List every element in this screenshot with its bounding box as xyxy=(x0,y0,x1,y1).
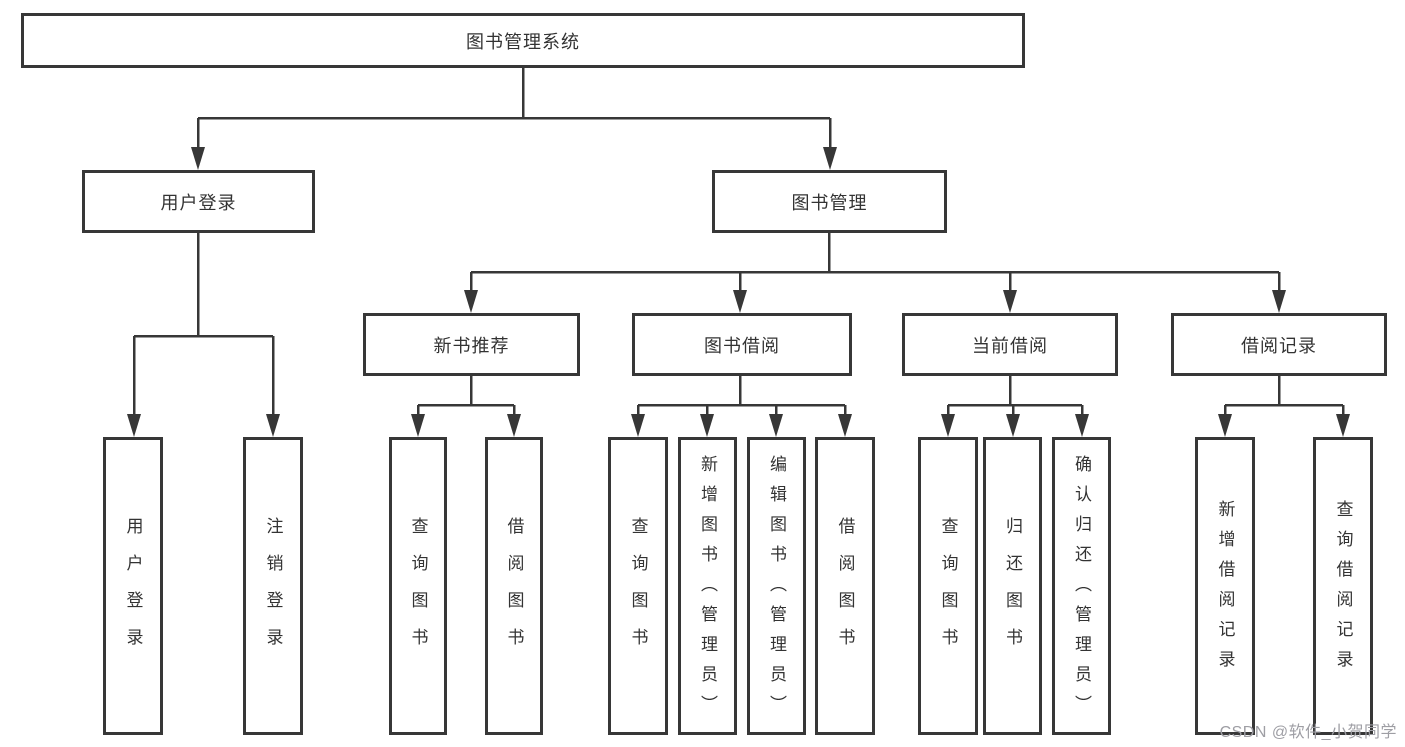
leaf-return-books-label: 归还图书 xyxy=(1003,517,1022,665)
leaf-borrow-books-recommend: 借阅图书 xyxy=(485,437,543,735)
node-root-system: 图书管理系统 xyxy=(21,13,1025,68)
leaf-query-books-current: 查询图书 xyxy=(918,437,978,735)
leaf-query-borrow-record: 查询借阅记录 xyxy=(1313,437,1373,735)
node-new-book-recommend-label: 新书推荐 xyxy=(433,335,510,356)
node-borrow-records: 借阅记录 xyxy=(1171,313,1387,376)
leaf-confirm-return-admin-label: 确认归还（管理员） xyxy=(1072,454,1091,725)
leaf-add-borrow-record-label: 新增借阅记录 xyxy=(1215,499,1235,680)
node-book-borrow-label: 图书借阅 xyxy=(704,335,780,356)
node-book-management: 图书管理 xyxy=(712,170,947,233)
leaf-confirm-return-admin: 确认归还（管理员） xyxy=(1052,437,1111,735)
leaf-logout-login-label: 注销登录 xyxy=(263,517,283,665)
leaf-query-books-recommend-label: 查询图书 xyxy=(408,517,428,665)
leaf-edit-books-admin-label: 编辑图书（管理员） xyxy=(767,454,786,725)
leaf-query-borrow-record-label: 查询借阅记录 xyxy=(1333,499,1353,680)
node-current-borrow: 当前借阅 xyxy=(902,313,1118,376)
leaf-user-login: 用户登录 xyxy=(103,437,163,735)
leaf-query-books-current-label: 查询图书 xyxy=(938,517,958,665)
leaf-return-books: 归还图书 xyxy=(983,437,1042,735)
node-new-book-recommend: 新书推荐 xyxy=(363,313,580,376)
leaf-add-borrow-record: 新增借阅记录 xyxy=(1195,437,1255,735)
leaf-logout-login: 注销登录 xyxy=(243,437,303,735)
node-user-login: 用户登录 xyxy=(82,170,315,233)
leaf-user-login-label: 用户登录 xyxy=(123,517,143,665)
csdn-watermark: CSDN @软件_小贺同学 xyxy=(1219,724,1397,741)
leaf-query-books-borrow-label: 查询图书 xyxy=(628,517,648,665)
leaf-borrow-books-recommend-label: 借阅图书 xyxy=(504,517,524,665)
leaf-add-books-admin: 新增图书（管理员） xyxy=(678,437,737,735)
leaf-borrow-books-label: 借阅图书 xyxy=(835,517,855,665)
leaf-add-books-admin-label: 新增图书（管理员） xyxy=(698,454,717,725)
leaf-edit-books-admin: 编辑图书（管理员） xyxy=(747,437,806,735)
node-borrow-records-label: 借阅记录 xyxy=(1241,335,1317,356)
node-book-borrow: 图书借阅 xyxy=(632,313,852,376)
leaf-query-books-recommend: 查询图书 xyxy=(389,437,447,735)
leaf-borrow-books: 借阅图书 xyxy=(815,437,875,735)
node-root-system-label: 图书管理系统 xyxy=(466,31,580,52)
node-book-management-label: 图书管理 xyxy=(791,192,868,213)
node-user-login-label: 用户登录 xyxy=(160,192,237,213)
leaf-query-books-borrow: 查询图书 xyxy=(608,437,668,735)
node-current-borrow-label: 当前借阅 xyxy=(972,335,1048,356)
